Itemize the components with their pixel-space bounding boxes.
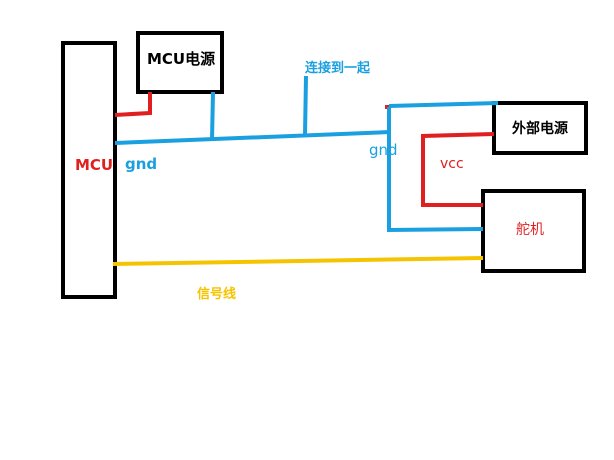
mcu-power-label: MCU电源 <box>147 50 215 68</box>
mcu-power-gnd-wire <box>210 91 215 141</box>
mcu-label: MCU <box>75 156 113 174</box>
mcu-power-wire <box>114 92 152 117</box>
gnd-left-label: gnd <box>125 155 157 173</box>
servo-block <box>481 189 586 273</box>
signal-line-label: 信号线 <box>197 286 236 302</box>
servo-gnd-wire <box>387 107 484 233</box>
gnd-bus-wire <box>114 130 391 145</box>
servo-label: 舵机 <box>516 222 544 238</box>
external-power-block <box>492 101 588 155</box>
external-power-label: 外部电源 <box>512 120 568 137</box>
vcc-wire <box>421 132 495 207</box>
vcc-label: vcc <box>440 156 464 172</box>
connect-together-pointer <box>303 75 308 136</box>
mcu-block <box>61 41 117 299</box>
mcu-power-block <box>136 31 224 94</box>
connect-together-label: 连接到一起 <box>305 60 371 76</box>
external-power-gnd-wire <box>388 101 499 108</box>
signal-wire <box>112 256 484 266</box>
gnd-right-label: gnd <box>369 141 398 159</box>
